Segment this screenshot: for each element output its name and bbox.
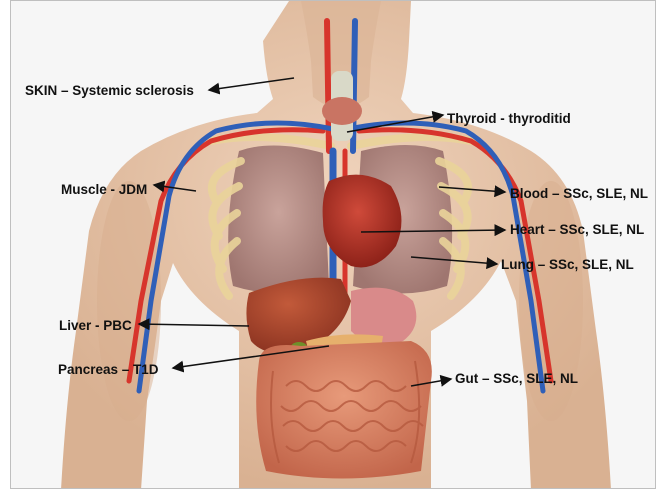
label-blood: Blood – SSc, SLE, NL: [510, 186, 648, 202]
anatomy-figure: SKIN – Systemic sclerosis Thyroid - thyr…: [10, 0, 656, 489]
label-pancreas: Pancreas – T1D: [58, 362, 159, 378]
label-heart: Heart – SSc, SLE, NL: [510, 222, 644, 238]
intestines: [256, 341, 432, 479]
label-muscle: Muscle - JDM: [61, 182, 147, 198]
label-liver: Liver - PBC: [59, 318, 132, 334]
label-thyroid: Thyroid - thyroditid: [447, 111, 571, 127]
torso-illustration: [11, 1, 656, 489]
label-lung: Lung – SSc, SLE, NL: [501, 257, 634, 273]
label-gut: Gut – SSc, SLE, NL: [455, 371, 578, 387]
label-skin: SKIN – Systemic sclerosis: [25, 83, 194, 99]
